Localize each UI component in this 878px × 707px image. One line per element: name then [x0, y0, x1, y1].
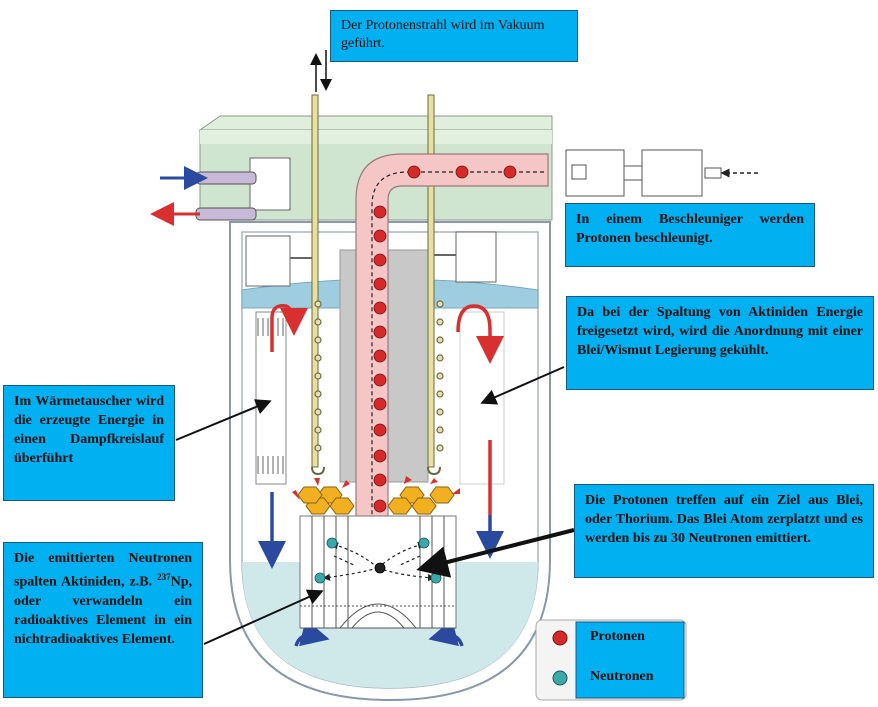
callout-target-text: Die Protonen treffen auf ein Ziel aus Bl…: [585, 493, 863, 546]
legend-protons-label: Protonen: [590, 629, 645, 644]
callout-neutrons-text-1: Die emittierten Neutronen spalten Aktini…: [14, 551, 192, 590]
callout-cooling-text: Da bei der Spaltung von Aktiniden Energi…: [577, 305, 863, 358]
legend-neutron-icon: [552, 670, 568, 686]
callout-cooling: Da bei der Spaltung von Aktiniden Energi…: [566, 296, 874, 390]
legend-proton-icon: [552, 630, 568, 646]
callout-neutrons-mass-number: 237: [157, 572, 171, 582]
pointer-arrows: [175, 366, 575, 645]
core-heat-arrows: [292, 476, 460, 500]
core-fuel-hexagons: [297, 486, 455, 515]
callout-accelerator-text: In einem Beschleuniger werden Protonen b…: [576, 212, 804, 246]
instrument-tubes: [311, 94, 441, 476]
accelerator-line: [565, 149, 758, 197]
callout-neutrons-text-2: Np, oder verwandeln ein radioaktives Ele…: [14, 574, 192, 647]
pump-units: [245, 157, 497, 287]
proton-particles: [373, 165, 517, 574]
callout-heat-exchanger: Im Wärmetauscher wird die erzeugte Energ…: [3, 385, 175, 501]
legend-box: [535, 619, 687, 701]
legend-neutrons-label: Neutronen: [590, 669, 654, 684]
callout-accelerator: In einem Beschleuniger werden Protonen b…: [565, 203, 815, 267]
feedwater-pipes: [150, 166, 257, 226]
callout-vacuum: Der Protonenstrahl wird im Vakuum geführ…: [330, 10, 578, 62]
callout-heat-exchanger-text: Im Wärmetauscher wird die erzeugte Energ…: [14, 394, 164, 466]
callout-neutrons: Die emittierten Neutronen spalten Aktini…: [3, 542, 203, 698]
heat-exchanger-right: [459, 311, 505, 485]
callout-vacuum-text: Der Protonenstrahl wird im Vakuum geführ…: [341, 18, 545, 51]
coil-rings: [314, 300, 444, 452]
flow-arrows: [258, 304, 504, 647]
callout-target: Die Protonen treffen auf ein Ziel aus Bl…: [574, 484, 874, 578]
vacuum-pump-arrows: [310, 50, 332, 92]
